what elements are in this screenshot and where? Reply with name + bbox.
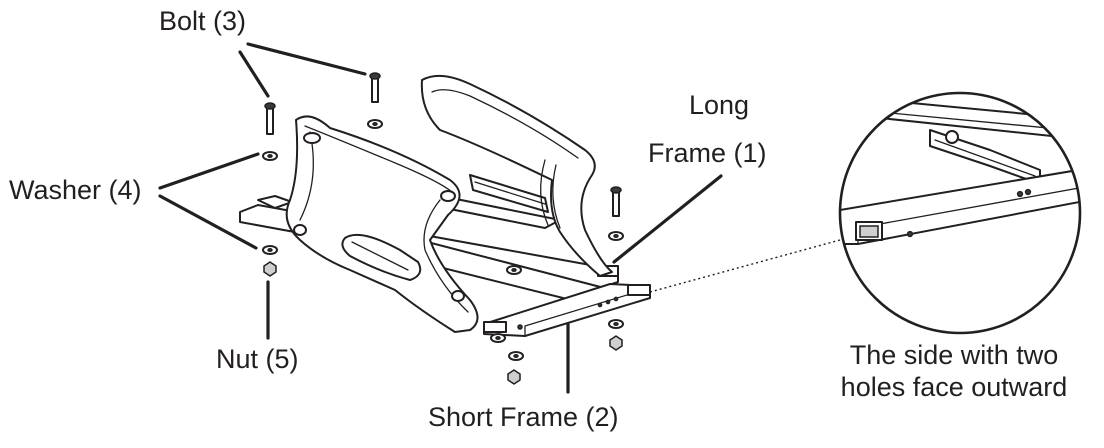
bolt-label: Bolt (3) (159, 6, 247, 36)
leader-lines (158, 42, 723, 394)
washer-label: Washer (4) (9, 175, 142, 205)
detail-magnifier (838, 91, 1082, 335)
nut-label: Nut (5) (216, 344, 299, 374)
hardware (262, 72, 624, 385)
detail-connector (649, 239, 841, 293)
backrest (420, 74, 613, 277)
orientation-note-line2: holes face outward (840, 372, 1068, 403)
long-frame-label-line2: Frame (1) (648, 138, 767, 168)
seat-frame (285, 115, 479, 333)
orientation-note: The side with two holes face outward (812, 339, 1096, 404)
short-frame-label: Short Frame (2) (428, 402, 619, 432)
long-frame-label-line1: Long (689, 90, 750, 120)
orientation-note-line1: The side with two (849, 340, 1059, 370)
